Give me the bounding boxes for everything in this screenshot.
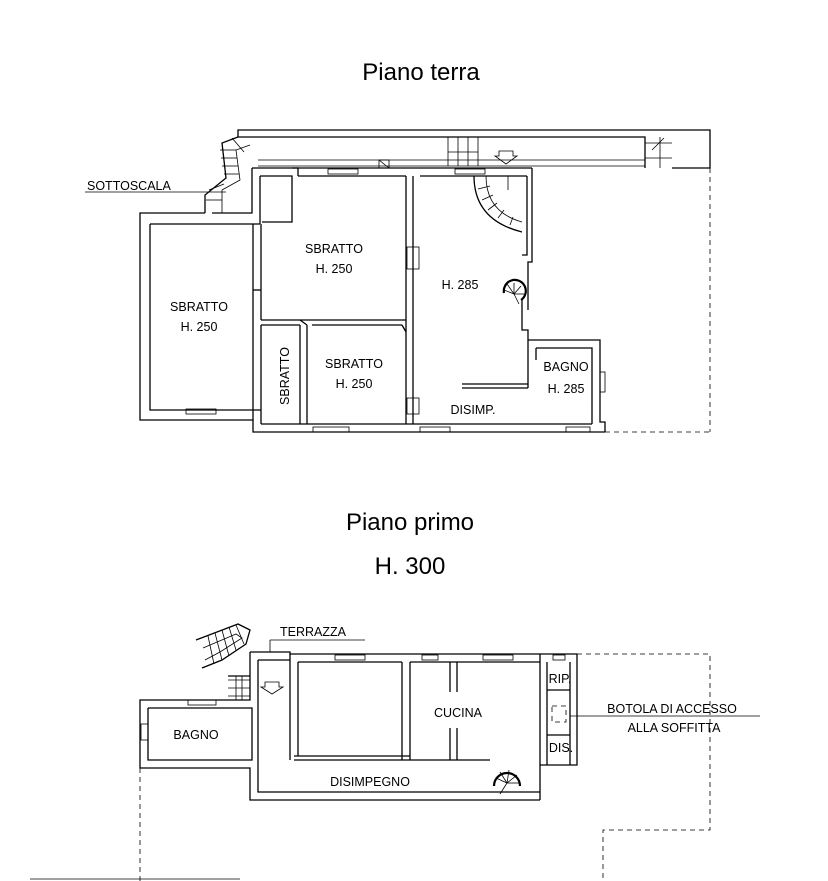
label-bagno-ground: BAGNO [543, 360, 588, 374]
label-terrazza: TERRAZZA [280, 625, 347, 639]
label-sbratto-top: SBRATTO [305, 242, 363, 256]
label-dis: DIS. [549, 741, 573, 755]
label-sottoscala: SOTTOSCALA [87, 179, 171, 193]
ground-top-corridor [237, 129, 711, 169]
first-floor-plan: TERRAZZA BAGNO CUCINA RIP. DIS. DISIMPEG… [30, 623, 760, 881]
label-sbratto-left-height: H. 250 [181, 320, 218, 334]
ground-site-boundary [605, 168, 711, 433]
label-botola-line1: BOTOLA DI ACCESSO [607, 702, 737, 716]
ground-exterior-stair [204, 136, 251, 213]
label-bagno-first: BAGNO [173, 728, 218, 742]
ground-floor-title: Piano terra [362, 59, 480, 86]
terrazza-arrow-icon [259, 681, 285, 695]
label-disimp: DISIMP. [451, 403, 496, 417]
first-floor-height: H. 300 [375, 553, 446, 580]
ground-arc-stair [473, 175, 523, 233]
label-sbratto-bottom: SBRATTO [325, 357, 383, 371]
ground-windows [185, 159, 591, 433]
label-sbratto-bottom-height: H. 250 [336, 377, 373, 391]
botola-hatch-icon [551, 705, 760, 723]
label-sbratto-top-height: H. 250 [316, 262, 353, 276]
label-bagno-ground-height: H. 285 [548, 382, 585, 396]
first-floor-title: Piano primo [346, 509, 474, 536]
label-cucina: CUCINA [434, 706, 483, 720]
ground-outer-walls [139, 167, 606, 433]
label-disimpegno: DISIMPEGNO [330, 775, 410, 789]
label-sbratto-vertical: SBRATTO [278, 347, 292, 405]
first-interior-walls [401, 662, 490, 761]
first-outer-walls [139, 651, 578, 801]
first-exterior-stair [195, 623, 251, 669]
label-sbratto-left: SBRATTO [170, 300, 228, 314]
ground-floor-plan: SOTTOSCALA SBRATTO H. 250 SBRATTO H. 250… [85, 129, 711, 433]
label-rip: RIP. [549, 672, 572, 686]
first-site-boundary [30, 653, 711, 881]
ground-spiral-stair-icon [502, 278, 527, 305]
first-spiral-stair-icon [492, 769, 522, 795]
entrance-arrow-icon [493, 150, 519, 165]
first-windows [187, 654, 566, 706]
label-botola-line2: ALLA SOFFITTA [628, 721, 722, 735]
label-main-room-height: H. 285 [442, 278, 479, 292]
ground-interior-walls [252, 176, 529, 424]
